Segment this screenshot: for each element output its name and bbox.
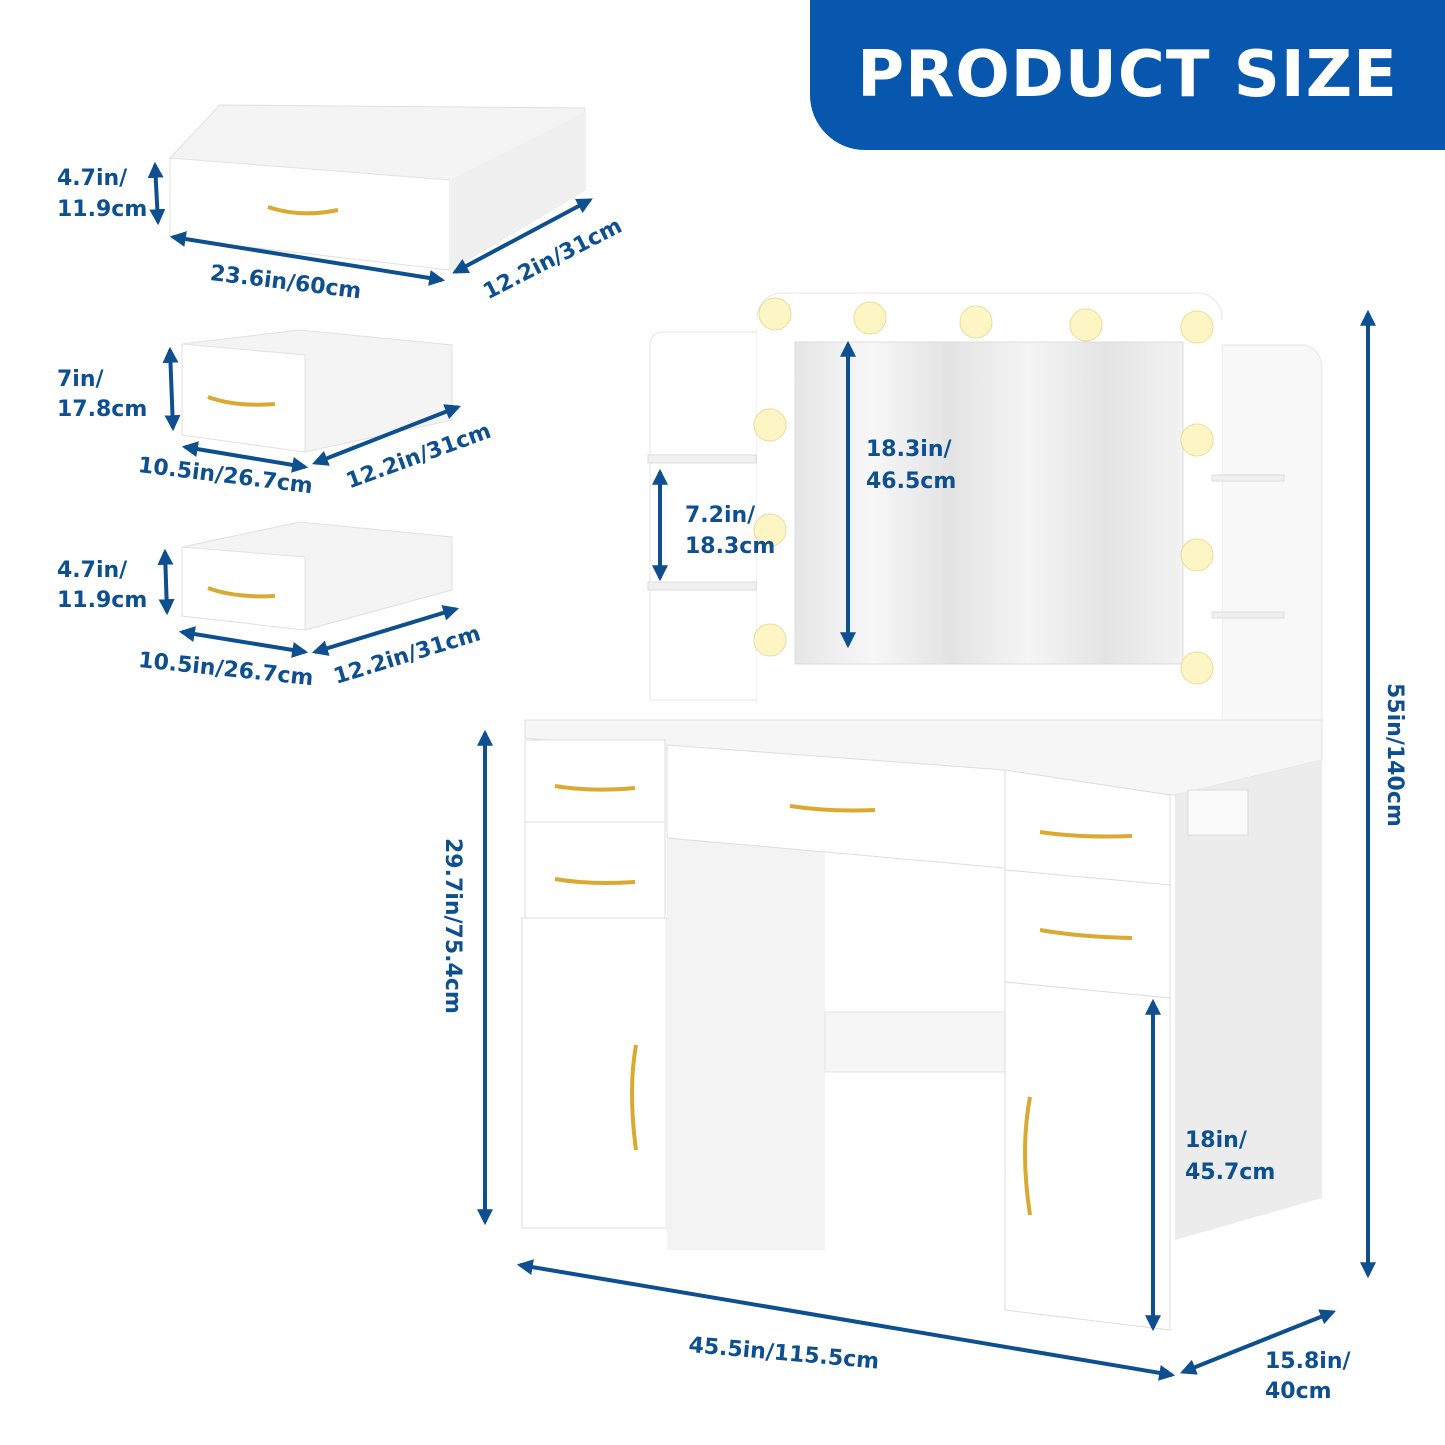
shelf-gap-cm: 18.3cm xyxy=(685,534,776,559)
vanity-illustration xyxy=(521,292,1323,1331)
shelf-gap-in: 7.2in/ xyxy=(685,503,756,528)
mirror-height-in: 18.3in/ xyxy=(866,437,952,462)
tall-drawer-illustration xyxy=(181,329,453,453)
tall-drawer-height-in: 7in/ xyxy=(57,367,104,392)
mirror-height-cm: 46.5cm xyxy=(866,469,957,494)
large-drawer-height-in: 4.7in/ xyxy=(57,166,128,191)
cabinet-height-cm: 45.7cm xyxy=(1185,1160,1276,1185)
total-height: 55in/140cm xyxy=(1382,683,1407,827)
small-drawer-height-cm: 11.9cm xyxy=(57,588,148,613)
desk-height: 29.7in/75.4cm xyxy=(440,838,465,1014)
large-drawer-height-cm: 11.9cm xyxy=(57,197,148,222)
banner-title: PRODUCT SIZE xyxy=(857,38,1398,112)
product-size-banner: PRODUCT SIZE xyxy=(810,0,1445,150)
depth-cm: 40cm xyxy=(1265,1379,1332,1404)
depth-in: 15.8in/ xyxy=(1265,1349,1351,1374)
cabinet-height-in: 18in/ xyxy=(1185,1128,1247,1153)
small-drawer-illustration xyxy=(181,521,453,631)
dimension-arrows xyxy=(147,161,1376,1381)
small-drawer-height-in: 4.7in/ xyxy=(57,558,128,583)
tall-drawer-height-cm: 17.8cm xyxy=(57,397,148,422)
